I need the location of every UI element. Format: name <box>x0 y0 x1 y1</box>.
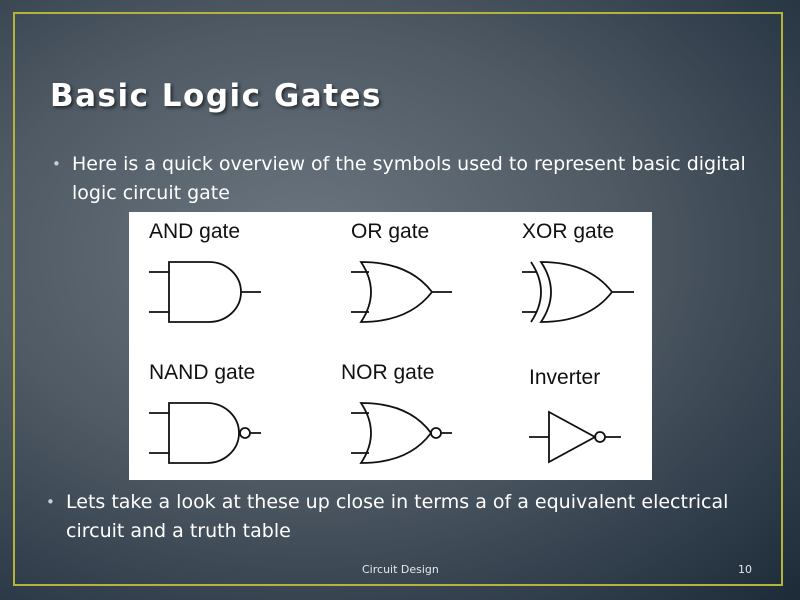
bullet-overview: • Here is a quick overview of the symbol… <box>52 150 772 208</box>
inverter-label: Inverter <box>529 366 600 389</box>
logic-gates-figure: AND gate OR gate XOR gate NAND gate NOR … <box>129 212 652 480</box>
or-gate-icon <box>351 261 452 323</box>
nor-gate-label: NOR gate <box>341 361 434 384</box>
slide-border <box>13 12 783 586</box>
and-gate-icon <box>149 261 261 323</box>
inverter-icon <box>529 410 621 464</box>
nor-gate-icon <box>351 402 452 464</box>
bullet-text: Here is a quick overview of the symbols … <box>72 153 746 204</box>
bullet-text: Lets take a look at these up close in te… <box>66 491 729 542</box>
slide-number: 10 <box>738 563 752 576</box>
xor-gate-icon <box>522 261 634 323</box>
slide-title: Basic Logic Gates <box>50 78 382 114</box>
bullet-closer-look: • Lets take a look at these up close in … <box>46 488 766 546</box>
footer-text: Circuit Design <box>362 563 439 576</box>
xor-gate-label: XOR gate <box>522 220 614 243</box>
bullet-icon: • <box>52 155 61 173</box>
and-gate-label: AND gate <box>149 220 240 243</box>
bullet-icon: • <box>46 493 55 511</box>
nand-gate-label: NAND gate <box>149 361 255 384</box>
or-gate-label: OR gate <box>351 220 429 243</box>
nand-gate-icon <box>149 402 261 464</box>
